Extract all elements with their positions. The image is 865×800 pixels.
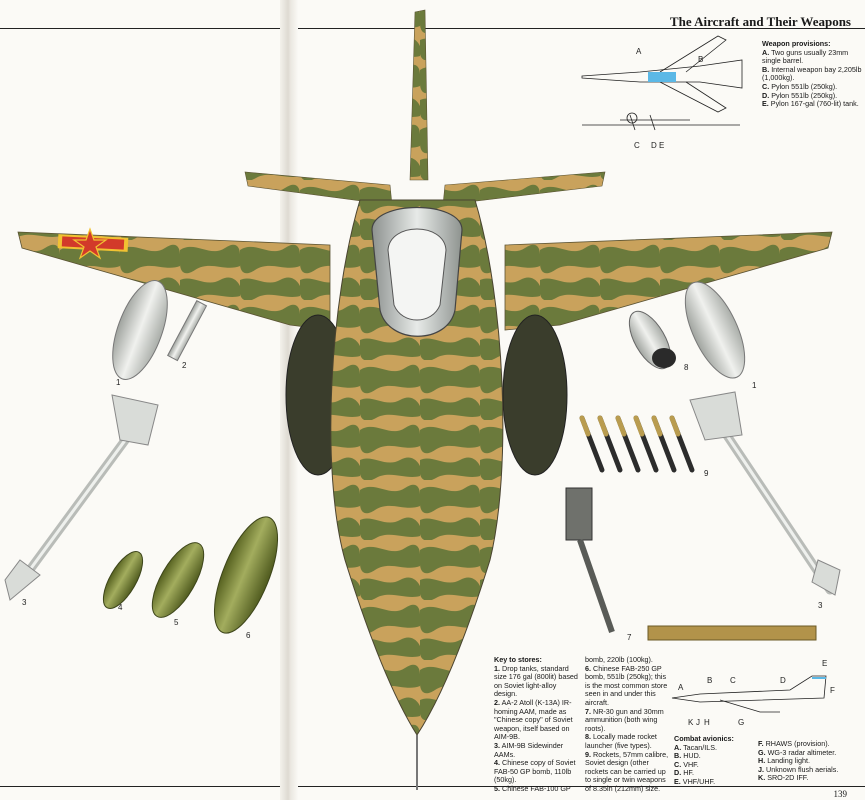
diagram-top-label-a: A	[636, 47, 642, 56]
avionics-label-e: E	[822, 659, 827, 668]
store-number-4: 4	[118, 603, 123, 612]
left-drop-tank	[112, 280, 168, 380]
avionics-b: B. HUD.	[674, 751, 701, 761]
diagram-top-label-b: B	[698, 55, 703, 64]
store-number-1-right: 1	[752, 381, 757, 390]
rocket-launcher-nose	[652, 348, 676, 368]
store-key-3: 3. AIM-9B Sidewinder AAMs.	[494, 740, 564, 759]
avionics-j: J. Unknown flush aerials.	[758, 764, 839, 774]
avionics-label-b: B	[707, 676, 712, 685]
ammunition-belt	[647, 625, 817, 641]
right-drop-tank	[684, 281, 746, 379]
store-number-8: 8	[684, 363, 689, 372]
store-key-4: 4. Chinese copy of Soviet FAB-50 GP bomb…	[494, 758, 576, 785]
diagram-front-label-e: E	[659, 141, 664, 150]
store-key-6: 6. Chinese FAB-250 GP bomb, 551lb (250kg…	[585, 663, 668, 707]
weapon-provisions-diagram	[581, 35, 743, 131]
key-to-stores-col1: Key to stores: 1. Drop tanks, standard s…	[494, 655, 580, 794]
avionics-g: G. WG-3 radar altimeter.	[758, 747, 837, 757]
avionics-h: H. Landing light.	[758, 756, 810, 766]
combat-avionics-col2: F. RHAWS (provision). G. WG-3 radar alti…	[758, 739, 858, 783]
store-number-1-left: 1	[116, 378, 121, 387]
weapon-provision-b: B. Internal weapon bay 2,205lb (1,000kg)…	[762, 64, 862, 83]
fab-250-bomb	[213, 516, 279, 634]
cockpit	[387, 228, 447, 321]
store-key-2: 2. AA-2 Atoll (K-13A) IR-homing AAM, mad…	[494, 697, 573, 742]
avionics-d: D. HF.	[674, 768, 694, 778]
avionics-label-f: F	[830, 686, 835, 695]
avionics-label-g: G	[738, 718, 744, 727]
rocket-warheads	[579, 415, 681, 437]
avionics-label-k: K	[688, 718, 694, 727]
top-rule-right	[298, 28, 865, 29]
avionics-label-a: A	[678, 683, 684, 692]
avionics-label-h: H	[704, 718, 710, 727]
sidewinder-missile-right	[689, 391, 841, 596]
weapon-provisions-heading: Weapon provisions:	[762, 39, 831, 48]
nr-30-gun	[565, 487, 615, 633]
right-wing	[504, 231, 833, 331]
weapon-provision-a: A. Two guns usually 23mm single barrel.	[762, 47, 849, 66]
weapon-provision-c: C. Pylon 551lb (250kg).	[762, 81, 838, 91]
combat-avionics-col1: Combat avionics: A. Tacan/ILS. B. HUD. C…	[674, 734, 754, 787]
store-key-8: 8. Locally made rocket launcher (five ty…	[585, 732, 657, 750]
left-tailplane	[244, 171, 393, 206]
store-key-5: 5. Chinese FAB-100 GP	[494, 783, 571, 793]
top-rule-left	[0, 28, 280, 29]
store-key-1: 1. Drop tanks, standard size 176 gal (80…	[494, 663, 578, 699]
store-key-9: 9. Rockets, 57mm calibre, Soviet design …	[585, 749, 669, 793]
page-number: 139	[833, 789, 848, 799]
sidewinder-missile-left	[4, 394, 159, 601]
pla-roundel	[57, 227, 129, 260]
store-number-3-right: 3	[818, 601, 823, 610]
store-key-5-cont: bomb, 220lb (100kg).	[585, 655, 653, 664]
avionics-label-c: C	[730, 676, 736, 685]
store-number-2: 2	[182, 361, 187, 370]
avionics-side-view-diagram	[671, 675, 827, 713]
fab-100-bomb	[151, 542, 205, 618]
vertical-fin	[409, 9, 429, 181]
weapon-provision-e: E. Pylon 167-gal (760-lit) tank.	[762, 99, 859, 109]
avionics-label-d: D	[780, 676, 786, 685]
weapon-provisions-panel: Weapon provisions: A. Two guns usually 2…	[762, 39, 862, 109]
atoll-missile	[167, 300, 208, 362]
store-key-7: 7. NR-30 gun and 30mm ammunition (both w…	[585, 706, 664, 733]
key-to-stores-heading: Key to stores:	[494, 655, 542, 664]
bottom-rule-right	[298, 786, 865, 787]
store-number-5: 5	[174, 618, 179, 627]
diagram-front-label-c: C	[634, 141, 640, 150]
combat-avionics-heading: Combat avionics:	[674, 734, 734, 743]
store-number-3-left: 3	[22, 598, 27, 607]
store-number-6: 6	[246, 631, 251, 640]
right-tailplane	[442, 171, 606, 206]
weapon-provision-d: D. Pylon 551lb (250kg).	[762, 90, 838, 100]
diagram-front-label-d: D	[651, 141, 657, 150]
store-number-9: 9	[704, 469, 709, 478]
avionics-a: A. Tacan/ILS.	[674, 742, 718, 752]
avionics-f: F. RHAWS (provision).	[758, 739, 830, 748]
avionics-c: C. VHF.	[674, 759, 699, 769]
avionics-k: K. SRO-2D IFF.	[758, 773, 809, 783]
fuselage	[330, 199, 504, 736]
bottom-rule-left	[0, 786, 280, 787]
page-title: The Aircraft and Their Weapons	[669, 14, 851, 29]
store-number-7: 7	[627, 633, 632, 642]
key-to-stores-col2: bomb, 220lb (100kg). 6. Chinese FAB-250 …	[585, 655, 671, 794]
right-air-intake	[502, 314, 568, 476]
avionics-label-j: J	[696, 718, 700, 727]
fab-50-bomb	[102, 551, 144, 609]
avionics-e: E. VHF/UHF.	[674, 776, 716, 786]
